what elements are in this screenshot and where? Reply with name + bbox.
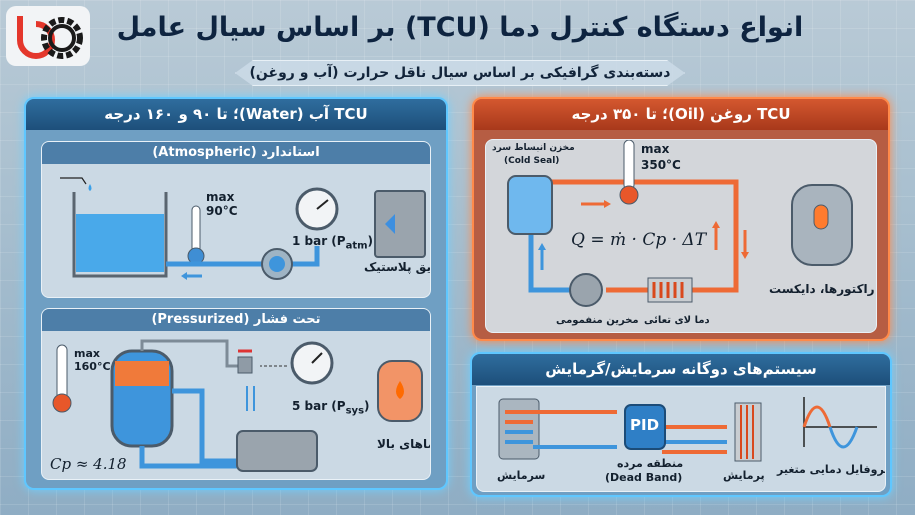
- pressurized-application: دماهای بالا: [377, 437, 430, 451]
- atmospheric-max-label: max: [206, 190, 235, 204]
- pressurized-pressure: 5 bar (Psys): [292, 399, 370, 416]
- tank-label: مخزن انبساط سرد: [492, 143, 575, 153]
- atmospheric-pressure: 1 bar (Patm): [292, 234, 373, 251]
- oil-loop-section: مخزن انبساط سرد (Cold Seal) max 350°C Q …: [485, 139, 877, 333]
- dual-system-panel: سیستم‌های دوگانه سرمایش/گرمایش PID سرمای…: [470, 352, 892, 497]
- profile-label: پروفایل دمایی متغیر: [777, 463, 886, 476]
- oil-tcu-panel: TCU روغن (Oil)؛ تا ۳۵۰ درجه مخزن انبساط …: [472, 97, 890, 341]
- oil-max-label: max: [641, 142, 670, 156]
- pressure-end: ): [364, 399, 370, 413]
- pressure-end: ): [367, 234, 374, 248]
- dual-panel-title: سیستم‌های دوگانه سرمایش/گرمایش: [472, 354, 890, 385]
- atmospheric-application: تزریق پلاستیک: [364, 260, 431, 274]
- pid-controller-label: PID: [630, 416, 660, 434]
- pressure-sub: sys: [345, 405, 365, 417]
- logo: [6, 6, 90, 66]
- page-subtitle: دسته‌بندی گرافیکی بر اساس سیال ناقل حرار…: [235, 60, 685, 86]
- oil-application: راکتورها، دایکست: [769, 282, 875, 296]
- oil-loop-diagram: [507, 140, 853, 307]
- water-tcu-panel: TCU آب (Water)؛ تا ۹۰ و ۱۶۰ درجه استاندا…: [24, 97, 448, 490]
- pressurized-max-label: max: [74, 347, 100, 360]
- specific-heat-formula: Cp ≈ 4.18: [50, 455, 127, 473]
- dual-system-section: PID سرمایش منطقه مرده (Dead Band) پرمایش…: [476, 386, 886, 492]
- pump-label: مخرین منفمومی: [556, 315, 639, 326]
- atmospheric-section: استاندارد (Atmospheric) max 90°C 1 bar (…: [41, 141, 431, 298]
- pressure-text: 1 bar (P: [292, 234, 346, 248]
- pressure-text: 5 bar (P: [292, 399, 346, 413]
- cooling-label: سرمایش: [497, 469, 546, 482]
- pressurized-title: تحت فشار (Pressurized): [42, 309, 430, 331]
- deadband-label: منطقه مرده: [617, 457, 684, 470]
- water-panel-title: TCU آب (Water)؛ تا ۹۰ و ۱۶۰ درجه: [26, 99, 446, 130]
- atmospheric-diagram: [60, 177, 426, 280]
- heat-transfer-formula: Q = ṁ · Cp · ΔT: [571, 230, 707, 250]
- pressure-sub: atm: [345, 240, 368, 252]
- pressurized-section: تحت فشار (Pressurized) max 160°C 5 bar (…: [41, 308, 431, 480]
- pressurized-diagram: [52, 339, 423, 472]
- oil-max-temp: 350°C: [641, 158, 681, 172]
- tank-label-en: (Cold Seal): [504, 156, 560, 166]
- pressurized-max-temp: 160°C: [74, 360, 111, 373]
- heater-label: دما لای تعائی: [644, 315, 710, 326]
- heating-label: پرمایش: [723, 469, 765, 482]
- atmospheric-title: استاندارد (Atmospheric): [42, 142, 430, 164]
- page-title: انواع دستگاه کنترل دما (TCU) بر اساس سیا…: [116, 12, 804, 43]
- dual-system-diagram: [498, 397, 877, 462]
- deadband-label-en: (Dead Band): [605, 471, 683, 484]
- atmospheric-max-temp: 90°C: [206, 204, 238, 218]
- oil-panel-title: TCU روغن (Oil)؛ تا ۳۵۰ درجه: [474, 99, 888, 130]
